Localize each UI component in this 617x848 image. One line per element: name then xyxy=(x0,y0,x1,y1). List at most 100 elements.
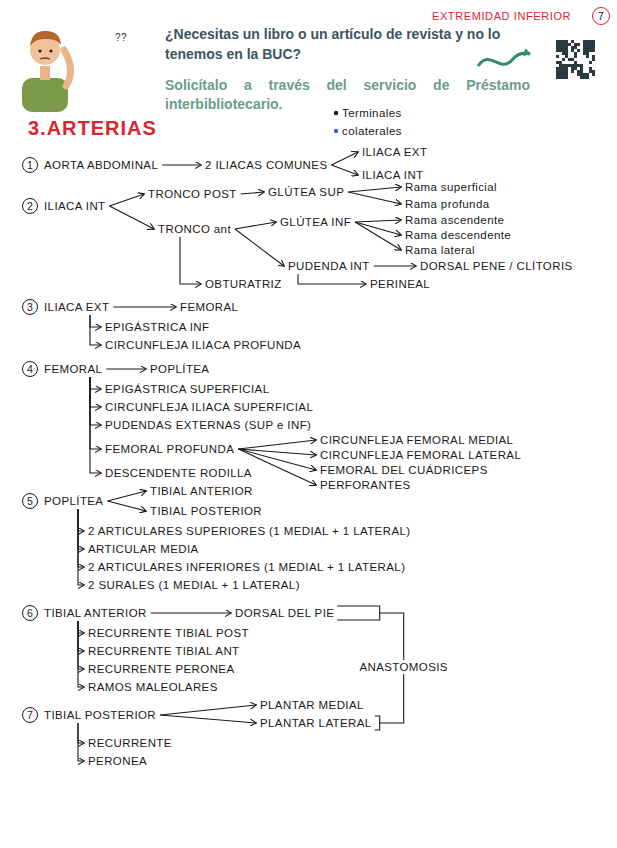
artery-name: FEMORAL xyxy=(44,362,102,376)
branch-arrow xyxy=(78,509,84,585)
branch-arrow xyxy=(78,723,84,761)
branch-arrow xyxy=(78,723,84,743)
circled-number: 5 xyxy=(22,493,38,509)
branch-arrow xyxy=(375,716,380,730)
artery-name: ILIACA INT xyxy=(362,168,424,182)
artery-name: Rama ascendente xyxy=(405,213,504,227)
number-text: 7 xyxy=(27,709,33,721)
artery-name: TRONCO ant xyxy=(158,222,231,236)
branch-arrow xyxy=(151,612,231,613)
artery-name: FEMORAL PROFUNDA xyxy=(105,442,234,456)
branch-arrow xyxy=(90,315,101,327)
artery-name: CIRCUNFLEJA ILIACA SUPERFICIAL xyxy=(105,400,313,414)
branch-arrow xyxy=(355,220,401,222)
circled-number: 3 xyxy=(22,299,38,315)
artery-name: ARTICULAR MEDIA xyxy=(88,542,199,556)
branch-arrow xyxy=(355,222,401,235)
artery-name: ILIACA EXT xyxy=(44,300,109,314)
branch-arrow xyxy=(78,621,84,633)
artery-name: PERFORANTES xyxy=(320,478,411,492)
branch-arrow xyxy=(332,165,359,175)
artery-name: FEMORAL xyxy=(180,300,238,314)
branch-arrow xyxy=(90,377,101,449)
artery-name: ILIACA EXT xyxy=(362,145,427,159)
branch-arrow xyxy=(235,229,284,266)
branch-arrow xyxy=(160,705,256,715)
branch-arrow xyxy=(78,509,84,531)
artery-name: EPIGÁSTRICA SUPERFICIAL xyxy=(105,382,270,396)
artery-name: 2 SURALES (1 MEDIAL + 1 LATERAL) xyxy=(88,578,300,592)
legend-note: Terminales xyxy=(342,106,402,120)
artery-name: Rama superficial xyxy=(405,180,497,194)
thought-marks: ?? xyxy=(115,31,127,45)
branch-arrow xyxy=(78,621,84,669)
artery-name: 2 ARTICULARES INFERIORES (1 MEDIAL + 1 L… xyxy=(88,560,405,574)
branch-arrow xyxy=(180,237,201,284)
branch-arrow xyxy=(113,306,176,307)
artery-name: PERINEAL xyxy=(370,277,430,291)
artery-name: DORSAL PENE / CLÍTORIS xyxy=(420,259,573,273)
circled-number: 7 xyxy=(592,7,610,25)
artery-name: 2 ILIACAS COMUNES xyxy=(205,158,327,172)
bullet-dot xyxy=(334,111,338,115)
artery-name: RECURRENTE TIBIAL ANT xyxy=(88,644,240,658)
branch-arrow xyxy=(355,222,401,250)
section-title: 3.ARTERIAS xyxy=(28,117,157,140)
artery-name: 2 ARTICULARES SUPERIORES (1 MEDIAL + 1 L… xyxy=(88,524,410,538)
branch-arrow xyxy=(90,377,101,473)
artery-name: AORTA ABDOMINAL xyxy=(44,158,158,172)
artery-name: PLANTAR MEDIAL xyxy=(260,698,364,712)
number-text: 1 xyxy=(27,159,33,171)
artery-name: CIRCUNFLEJA FEMORAL MEDIAL xyxy=(320,433,513,447)
artery-name: POPLÍTEA xyxy=(150,362,209,376)
artery-name: TIBIAL ANTERIOR xyxy=(44,606,147,620)
branch-arrow xyxy=(348,192,401,204)
artery-name: PUDENDAS EXTERNAS (SUP e INF) xyxy=(105,418,311,432)
branch-arrow xyxy=(90,377,101,389)
artery-name: DORSAL DEL PIE xyxy=(235,606,334,620)
branch-arrow xyxy=(78,621,84,687)
number-text: 5 xyxy=(27,495,33,507)
number-text: 6 xyxy=(27,607,33,619)
artery-name: PUDENDA INT xyxy=(288,259,370,273)
artery-name: ILIACA INT xyxy=(44,199,106,213)
circled-number: 1 xyxy=(22,157,38,173)
branch-arrow xyxy=(106,368,146,369)
artery-name: RECURRENTE TIBIAL POST xyxy=(88,626,249,640)
branch-arrow xyxy=(110,206,155,229)
branch-arrow xyxy=(235,222,276,229)
number-text: 2 xyxy=(27,200,33,212)
branch-arrow xyxy=(348,187,401,192)
circled-number: 4 xyxy=(22,361,38,377)
artery-name: EPIGÁSTRICA INF xyxy=(105,320,209,334)
banner-text: ¿Necesitas un libro o un artículo de rev… xyxy=(165,24,545,64)
bullet-dot xyxy=(334,129,338,133)
bracket-label: ANASTOMOSIS xyxy=(357,660,450,674)
artery-name: OBTURATRIZ xyxy=(205,277,282,291)
branch-arrow xyxy=(78,509,84,549)
student-figure xyxy=(22,31,71,112)
branch-arrow xyxy=(374,265,416,266)
branch-arrow xyxy=(298,274,366,284)
artery-name: Rama profunda xyxy=(405,197,489,211)
artery-name: DESCENDENTE RODILLA xyxy=(105,466,252,480)
branch-arrow xyxy=(238,440,316,449)
branch-arrow xyxy=(90,315,101,345)
artery-name: TIBIAL POSTERIOR xyxy=(150,504,262,518)
branch-arrow xyxy=(162,164,201,165)
page-header: EXTREMIDAD INFERIOR xyxy=(432,9,571,23)
artery-name: TRONCO POST xyxy=(148,187,237,201)
branch-arrow xyxy=(108,491,147,501)
artery-name: Rama descendente xyxy=(405,228,511,242)
branch-arrow xyxy=(90,377,101,407)
branch-arrow xyxy=(78,621,84,651)
number-text: 3 xyxy=(27,301,33,313)
number-text: 4 xyxy=(27,363,33,375)
artery-name: RAMOS MALEOLARES xyxy=(88,680,218,694)
artery-name: TIBIAL ANTERIOR xyxy=(150,484,253,498)
curly-arrow xyxy=(478,53,530,66)
branch-arrow xyxy=(332,152,359,165)
artery-name: CIRCUNFLEJA ILIACA PROFUNDA xyxy=(105,338,301,352)
artery-name: POPLÍTEA xyxy=(44,494,103,508)
